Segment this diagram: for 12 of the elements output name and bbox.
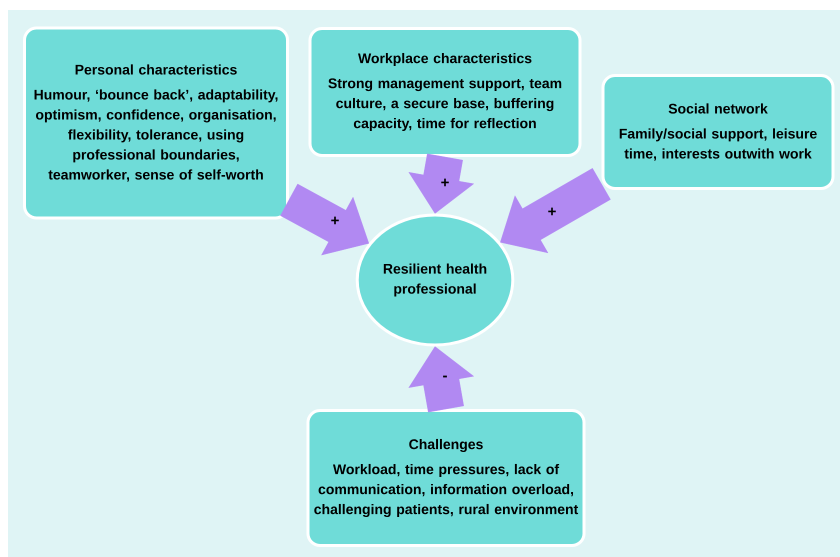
edge-label: +	[330, 216, 340, 226]
characteristics-box: Social network Family/social support, leisure time, interests outwith work	[602, 74, 834, 190]
characteristics-box: Personal characteristics Humour, ‘bounce back’, adaptability, optimism, confidence, organisation, flexibility, tolerance, using professional boundaries, teamworker, sense of self-worth	[23, 26, 289, 220]
edge-label: +	[440, 178, 450, 188]
block-arrow	[280, 184, 370, 256]
block-arrow	[500, 168, 611, 254]
edge-label: +	[546, 206, 558, 218]
characteristics-box: Workplace characteristics Strong management support, team culture, a secure base, buffering capacity, time for reflection	[308, 27, 582, 157]
characteristics-box: Challenges Workload, time pressures, lack of communication, information overload, challenging patients, rural environment	[306, 409, 586, 547]
block-arrow	[408, 154, 474, 214]
edge-label: -	[442, 374, 448, 382]
block-arrow	[408, 346, 474, 412]
